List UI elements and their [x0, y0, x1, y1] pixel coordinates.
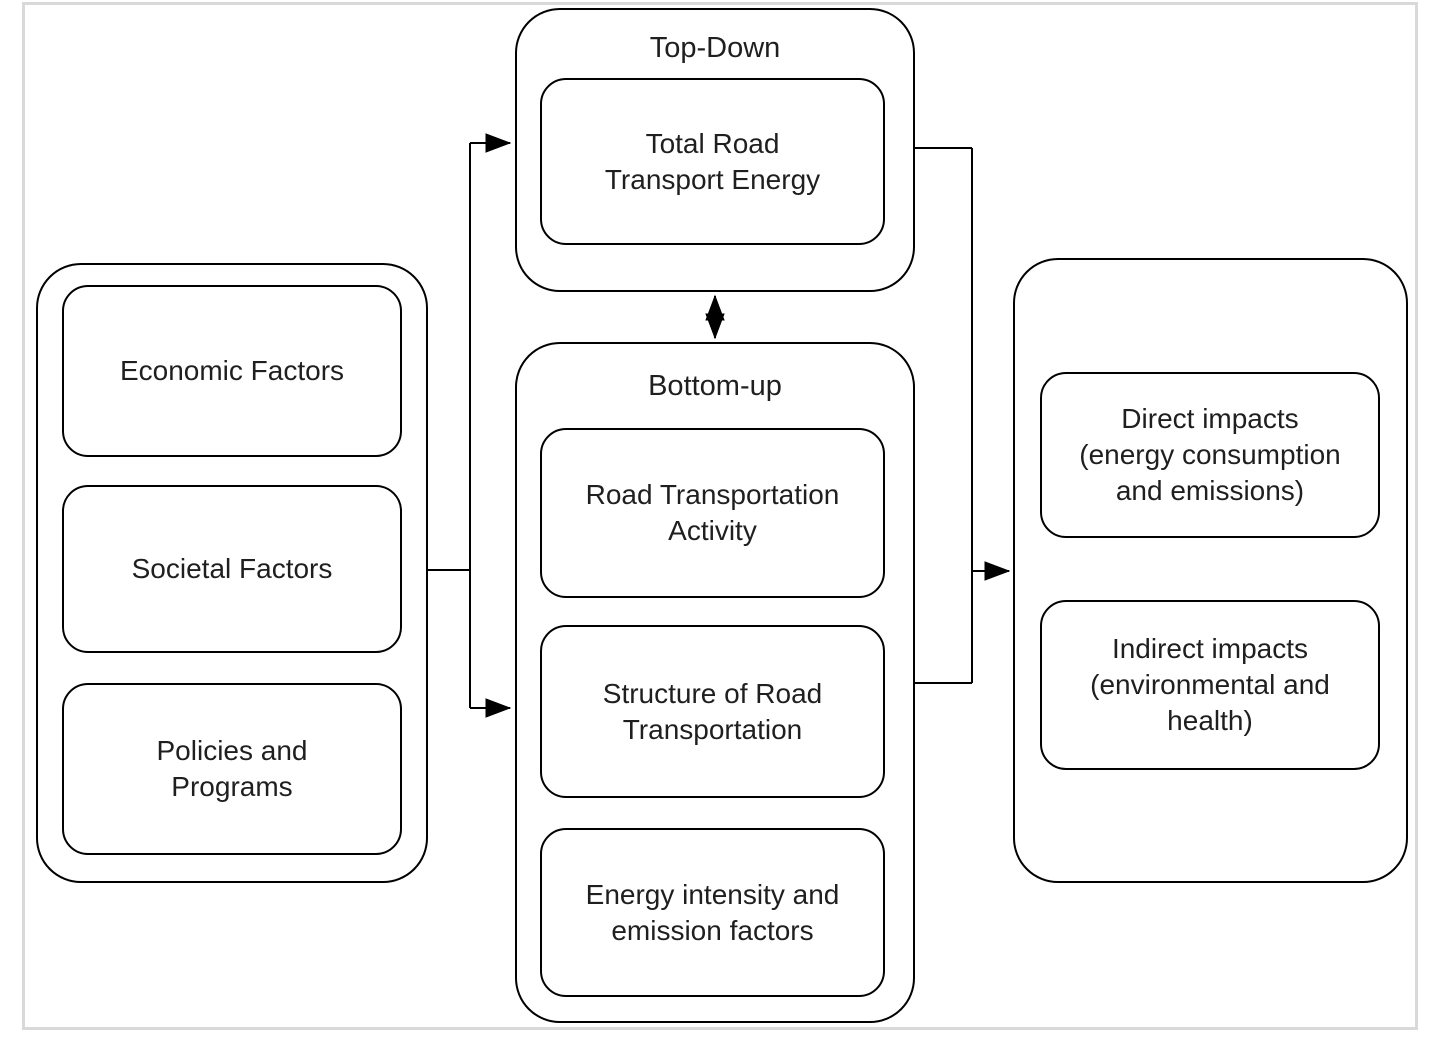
- structure-of-road-transportation-box: Structure of Road Transportation: [540, 625, 885, 798]
- total-road-transport-energy-box: Total Road Transport Energy: [540, 78, 885, 245]
- top-down-group: Top-Down Total Road Transport Energy: [515, 8, 915, 292]
- policies-programs-box: Policies and Programs: [62, 683, 402, 855]
- road-transportation-activity-box: Road Transportation Activity: [540, 428, 885, 598]
- direct-impacts-box: Direct impacts (energy consumption and e…: [1040, 372, 1380, 538]
- bottom-up-group: Bottom-up Road Transportation Activity S…: [515, 342, 915, 1023]
- energy-intensity-emission-factors-box: Energy intensity and emission factors: [540, 828, 885, 997]
- economic-factors-box: Economic Factors: [62, 285, 402, 457]
- indirect-impacts-box: Indirect impacts (environmental and heal…: [1040, 600, 1380, 770]
- societal-factors-box: Societal Factors: [62, 485, 402, 653]
- inputs-group: Economic Factors Societal Factors Polici…: [36, 263, 428, 883]
- top-down-group-title: Top-Down: [649, 32, 781, 64]
- impacts-group: Direct impacts (energy consumption and e…: [1013, 258, 1408, 883]
- bottom-up-group-title: Bottom-up: [648, 370, 782, 402]
